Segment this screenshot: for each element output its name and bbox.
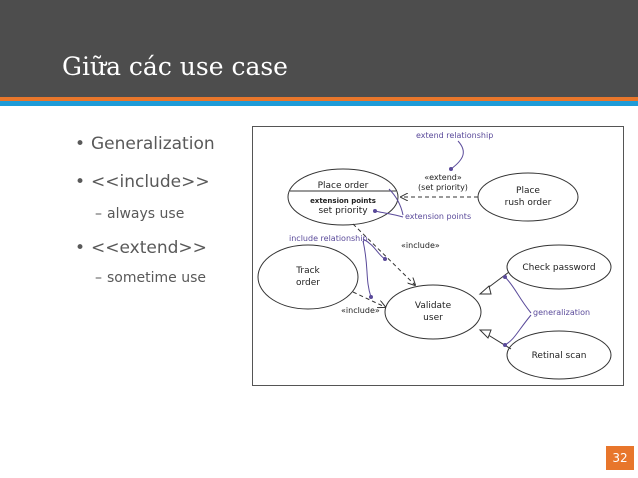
include-arrow-top	[352, 223, 415, 285]
include-stereotype-top: «include»	[401, 241, 440, 250]
sub-bullet-text: sometime use	[107, 270, 206, 286]
place-rush-label-line2: rush order	[505, 198, 552, 208]
extension-points-annotation: extension points	[405, 212, 471, 221]
use-case-retinal-scan: Retinal scan	[506, 330, 612, 380]
extend-relationship-annotation: extend relationship	[416, 131, 493, 140]
generalization-annotation: generalization	[533, 308, 590, 317]
sub-bullet-text: always use	[107, 206, 185, 222]
use-case-validate-user: Validate user	[384, 284, 482, 340]
use-case-diagram: Place order extension points set priorit…	[252, 126, 624, 386]
generalization-triangle-icon	[478, 285, 492, 295]
extension-points-compartment-label: extension points	[310, 197, 376, 205]
bullet-item: •<<include>>	[75, 172, 210, 192]
bullet-text: <<extend>>	[91, 238, 207, 258]
page-number-badge: 32	[606, 446, 634, 470]
accent-bar-blue	[0, 101, 638, 106]
bullet-dot-icon: •	[75, 238, 86, 258]
retinal-scan-label: Retinal scan	[532, 351, 587, 361]
include-arrow-bottom	[352, 291, 385, 307]
use-case-check-password: Check password	[506, 244, 612, 290]
generalization-triangle-icon	[478, 329, 492, 339]
check-password-label: Check password	[522, 263, 595, 273]
bullet-item: •Generalization	[75, 134, 215, 154]
include-relationship-annotation: include relationship	[289, 234, 368, 243]
accent-bar-orange	[0, 97, 638, 101]
place-rush-label-line1: Place	[516, 186, 540, 196]
dash-icon: –	[95, 206, 102, 222]
bullet-dot-icon: •	[75, 172, 86, 192]
track-label-line1: Track	[295, 266, 320, 276]
slide-title: Giữa các use case	[62, 52, 288, 81]
set-priority-label: set priority	[318, 206, 368, 216]
slide-header: Giữa các use case	[0, 0, 638, 97]
bullet-text: <<include>>	[91, 172, 210, 192]
place-order-label: Place order	[318, 181, 369, 191]
validate-label-line1: Validate	[415, 301, 452, 311]
extend-condition: (set priority)	[418, 183, 468, 192]
diagram-svg: Place order extension points set priorit…	[257, 131, 612, 380]
use-case-place-rush-order: Place rush order	[477, 172, 579, 222]
extend-stereotype: «extend»	[424, 173, 462, 182]
sub-bullet-item: –sometime use	[95, 270, 206, 286]
sub-bullet-item: –always use	[95, 206, 184, 222]
validate-label-line2: user	[423, 313, 443, 323]
dash-icon: –	[95, 270, 102, 286]
use-case-track-order: Track order	[257, 244, 359, 310]
include-stereotype-bottom: «include»	[341, 306, 380, 315]
bullet-text: Generalization	[91, 134, 215, 154]
bullet-item: •<<extend>>	[75, 238, 207, 258]
track-label-line2: order	[296, 278, 320, 288]
bullet-dot-icon: •	[75, 134, 86, 154]
use-case-place-order: Place order extension points set priorit…	[287, 168, 399, 226]
